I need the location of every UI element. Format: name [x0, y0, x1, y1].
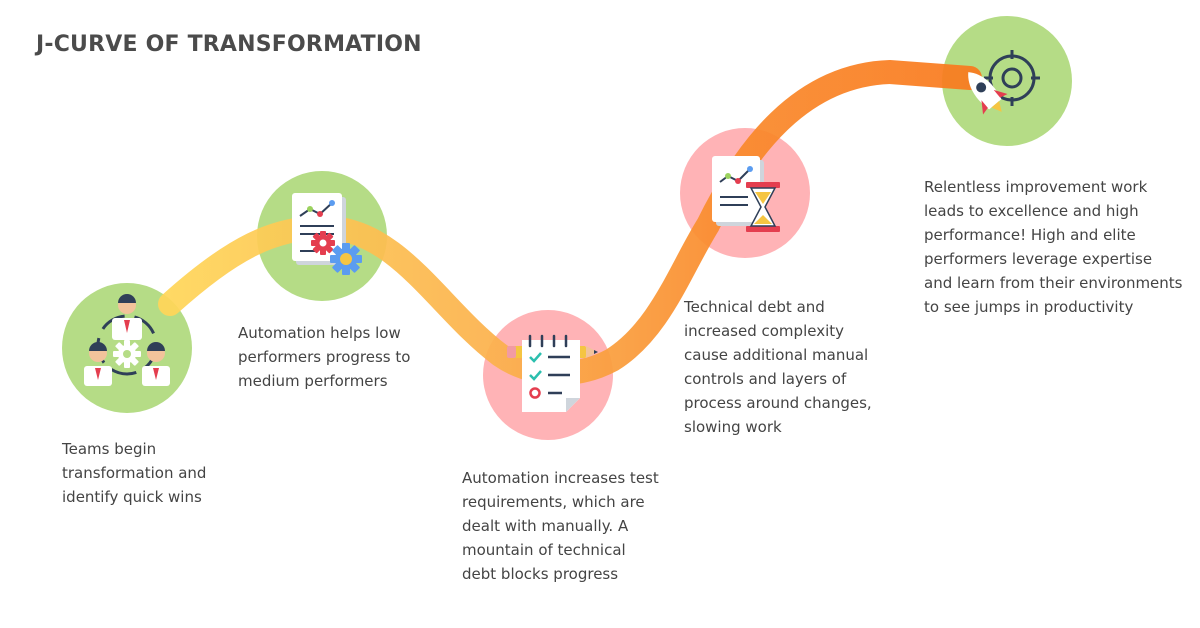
stage-1-line: transformation and	[62, 464, 207, 482]
stage-3-line: dealt with manually. A	[462, 517, 629, 535]
stage-5-line: Relentless improvement work	[924, 178, 1148, 196]
stage-4-line: cause additional manual	[684, 346, 869, 364]
stage-5-line: and learn from their environments	[924, 274, 1183, 292]
report-gear-icon	[292, 193, 362, 275]
stage-5-line: to see jumps in productivity	[924, 298, 1134, 316]
stage-5-circle	[942, 16, 1072, 146]
stage-1-line: identify quick wins	[62, 488, 202, 506]
stage-2-line: Automation helps low	[238, 324, 401, 342]
rocket-target-icon	[968, 50, 1040, 115]
stage-1-description: Teams begin transformation and identify …	[62, 437, 206, 509]
page-title: J-CURVE OF TRANSFORMATION	[36, 32, 422, 57]
stage-5-line: leads to excellence and high	[924, 202, 1139, 220]
stage-5-line: performers leverage expertise	[924, 250, 1153, 268]
stage-4-line: process around changes,	[684, 394, 872, 412]
stage-5-description: Relentless improvement work leads to exc…	[924, 175, 1183, 319]
stage-4-line: controls and layers of	[684, 370, 847, 388]
report-hourglass-icon	[712, 156, 780, 232]
stage-5-line: performance! High and elite	[924, 226, 1136, 244]
stage-2-description: Automation helps low performers progress…	[238, 321, 410, 393]
stage-3-description: Automation increases test requirements, …	[462, 466, 659, 586]
stage-1-line: Teams begin	[62, 440, 157, 458]
stage-4-description: Technical debt and increased complexity …	[684, 295, 872, 439]
stage-3-line: Automation increases test	[462, 469, 659, 487]
stage-4-line: increased complexity	[684, 322, 845, 340]
stage-3-line: debt blocks progress	[462, 565, 619, 583]
checklist-pencil-icon	[507, 334, 598, 412]
stage-3-line: requirements, which are	[462, 493, 645, 511]
stage-4-line: slowing work	[684, 418, 782, 436]
stage-3-line: mountain of technical	[462, 541, 626, 559]
stage-2-line: performers progress to	[238, 348, 411, 366]
team-gear-icon	[84, 294, 170, 386]
stage-4-line: Technical debt and	[684, 298, 825, 316]
stage-2-line: medium performers	[238, 372, 388, 390]
